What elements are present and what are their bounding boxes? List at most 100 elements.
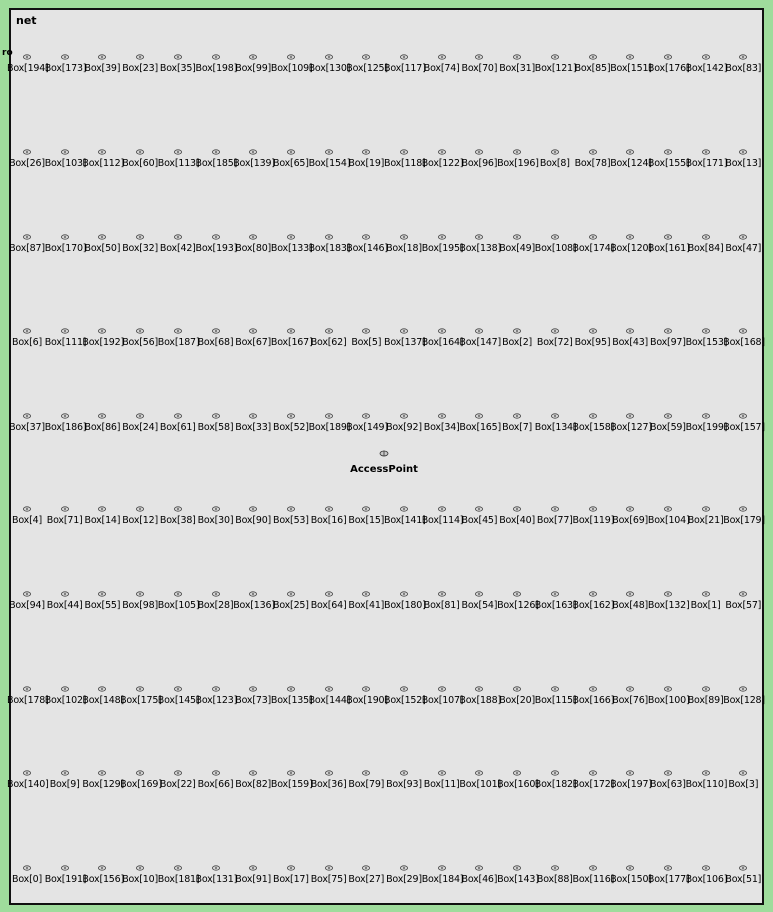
host-node[interactable]: Box[36] (309, 770, 349, 790)
host-node[interactable]: Box[175] (120, 686, 162, 706)
host-node[interactable]: Box[87] (7, 234, 47, 254)
host-node[interactable]: Box[150] (610, 865, 652, 885)
host-node[interactable]: Box[145] (158, 686, 200, 706)
host-node[interactable]: Box[59] (648, 413, 688, 433)
host-node[interactable]: Box[178] (7, 686, 49, 706)
host-node[interactable]: Box[12] (120, 506, 160, 526)
host-node[interactable]: Box[117] (384, 54, 426, 74)
host-node[interactable]: Box[158] (573, 413, 614, 433)
host-node[interactable]: Box[132] (648, 591, 690, 611)
host-node[interactable]: Box[92] (384, 413, 424, 433)
host-node[interactable]: Box[192] (82, 328, 124, 348)
host-node[interactable]: Box[95] (573, 328, 613, 348)
host-node[interactable]: Box[100] (648, 686, 690, 706)
host-node[interactable]: Box[14] (82, 506, 122, 526)
host-node[interactable]: Box[40] (497, 506, 537, 526)
host-node[interactable]: Box[79] (346, 770, 386, 790)
host-node[interactable]: Box[63] (648, 770, 688, 790)
host-node[interactable]: Box[109] (271, 54, 313, 74)
host-node[interactable]: Box[74] (422, 54, 462, 74)
host-node[interactable]: Box[85] (573, 54, 613, 74)
host-node[interactable]: Box[19] (346, 149, 386, 169)
host-node[interactable]: Box[86] (82, 413, 122, 433)
host-node[interactable]: Box[138] (459, 234, 501, 254)
host-node[interactable]: Box[64] (309, 591, 349, 611)
host-node[interactable]: Box[55] (82, 591, 122, 611)
host-node[interactable]: Box[76] (610, 686, 650, 706)
host-node[interactable]: Box[163] (535, 591, 577, 611)
host-node[interactable]: Box[28] (196, 591, 236, 611)
host-node[interactable]: Box[29] (384, 865, 424, 885)
host-node[interactable]: Box[23] (120, 54, 160, 74)
host-node[interactable]: Box[185] (196, 149, 237, 169)
host-node[interactable]: Box[68] (196, 328, 236, 348)
host-node[interactable]: Box[3] (723, 770, 763, 790)
host-node[interactable]: Box[0] (7, 865, 47, 885)
host-node[interactable]: Box[182] (535, 770, 577, 790)
host-node[interactable]: Box[70] (459, 54, 499, 74)
host-node[interactable]: Box[9] (45, 770, 85, 790)
host-node[interactable]: Box[191] (45, 865, 86, 885)
host-node[interactable]: Box[99] (233, 54, 273, 74)
host-node[interactable]: Box[184] (422, 865, 463, 885)
access-point[interactable]: AccessPoint (344, 450, 424, 476)
host-node[interactable]: Box[179] (723, 506, 765, 526)
host-node[interactable]: Box[26] (7, 149, 47, 169)
host-node[interactable]: Box[115] (535, 686, 577, 706)
host-node[interactable]: Box[169] (120, 770, 162, 790)
host-node[interactable]: Box[139] (233, 149, 275, 169)
host-node[interactable]: Box[153] (686, 328, 727, 348)
host-node[interactable]: Box[4] (7, 506, 47, 526)
host-node[interactable]: Box[77] (535, 506, 575, 526)
host-node[interactable]: Box[73] (233, 686, 273, 706)
host-node[interactable]: Box[106] (686, 865, 727, 885)
host-node[interactable]: Box[91] (233, 865, 273, 885)
host-node[interactable]: Box[78] (573, 149, 613, 169)
host-node[interactable]: Box[168] (723, 328, 765, 348)
host-node[interactable]: Box[45] (459, 506, 499, 526)
host-node[interactable]: Box[197] (610, 770, 652, 790)
host-node[interactable]: Box[129] (82, 770, 124, 790)
host-node[interactable]: Box[172] (573, 770, 614, 790)
host-node[interactable]: Box[195] (422, 234, 463, 254)
host-node[interactable]: Box[61] (158, 413, 198, 433)
host-node[interactable]: Box[97] (648, 328, 688, 348)
host-node[interactable]: Box[38] (158, 506, 198, 526)
host-node[interactable]: Box[48] (610, 591, 650, 611)
host-node[interactable]: Box[81] (422, 591, 462, 611)
host-node[interactable]: Box[60] (120, 149, 160, 169)
host-node[interactable]: Box[37] (7, 413, 47, 433)
host-node[interactable]: Box[196] (497, 149, 539, 169)
host-node[interactable]: Box[20] (497, 686, 537, 706)
host-node[interactable]: Box[160] (497, 770, 539, 790)
host-node[interactable]: Box[69] (610, 506, 650, 526)
host-node[interactable]: Box[52] (271, 413, 311, 433)
host-node[interactable]: Box[135] (271, 686, 313, 706)
host-node[interactable]: Box[47] (723, 234, 763, 254)
host-node[interactable]: Box[24] (120, 413, 160, 433)
host-node[interactable]: Box[127] (610, 413, 652, 433)
host-node[interactable]: Box[53] (271, 506, 311, 526)
host-node[interactable]: Box[131] (196, 865, 237, 885)
host-node[interactable]: Box[118] (384, 149, 426, 169)
host-node[interactable]: Box[56] (120, 328, 160, 348)
host-node[interactable]: Box[190] (346, 686, 388, 706)
host-node[interactable]: Box[65] (271, 149, 311, 169)
host-node[interactable]: Box[164] (422, 328, 463, 348)
host-node[interactable]: Box[180] (384, 591, 426, 611)
host-node[interactable]: Box[157] (723, 413, 765, 433)
host-node[interactable]: Box[165] (459, 413, 501, 433)
host-node[interactable]: Box[166] (573, 686, 614, 706)
host-node[interactable]: Box[51] (723, 865, 763, 885)
host-node[interactable]: Box[5] (346, 328, 386, 348)
host-node[interactable]: Box[50] (82, 234, 122, 254)
host-node[interactable]: Box[41] (346, 591, 386, 611)
host-node[interactable]: Box[144] (309, 686, 350, 706)
host-node[interactable]: Box[124] (610, 149, 652, 169)
host-node[interactable]: Box[90] (233, 506, 273, 526)
host-node[interactable]: Box[173] (45, 54, 86, 74)
host-node[interactable]: Box[183] (309, 234, 350, 254)
host-node[interactable]: Box[34] (422, 413, 462, 433)
host-node[interactable]: Box[159] (271, 770, 313, 790)
host-node[interactable]: Box[171] (686, 149, 727, 169)
